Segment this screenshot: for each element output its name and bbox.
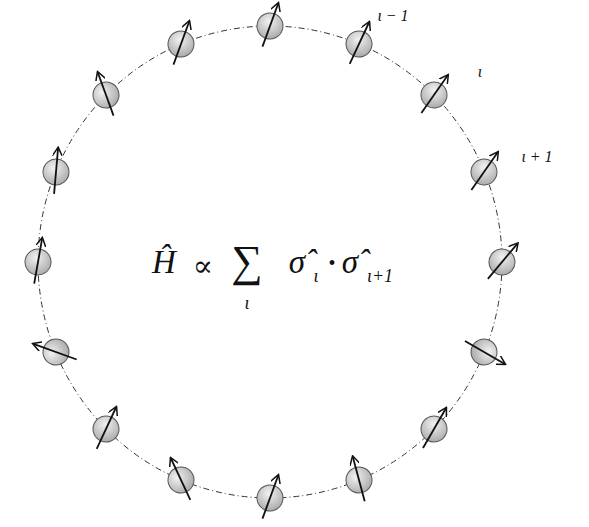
hamiltonian-symbol: Ĥ: [152, 246, 176, 279]
spin: [458, 330, 511, 376]
spin: [21, 236, 55, 286]
spin: [338, 17, 381, 70]
spin: [161, 17, 201, 69]
spin: [85, 402, 128, 455]
site-label: ι − 1: [377, 8, 408, 24]
pauli-operator: σ̂: [289, 246, 305, 279]
spin: [461, 145, 509, 198]
spin: [250, 471, 290, 523]
spin: [411, 68, 459, 121]
pauli-operator: σ̂: [342, 246, 358, 279]
spin: [340, 453, 377, 504]
site-label: ι + 1: [521, 149, 552, 165]
spin: [86, 68, 126, 120]
spin: [159, 453, 202, 506]
spin: [29, 332, 81, 372]
proportional-sign: ∝: [193, 251, 213, 281]
spin: [250, 0, 290, 51]
site-label: ι: [478, 64, 482, 80]
sum-sign: ∑: [231, 240, 262, 284]
sum-index: ι: [244, 294, 249, 312]
dot-product: •: [328, 253, 335, 273]
site-subscript: ι+1: [367, 267, 393, 285]
lattice-ring: [38, 26, 502, 498]
spin: [41, 147, 71, 195]
spin: [412, 402, 458, 455]
spin: [478, 235, 527, 287]
site-subscript: ι: [313, 267, 318, 285]
